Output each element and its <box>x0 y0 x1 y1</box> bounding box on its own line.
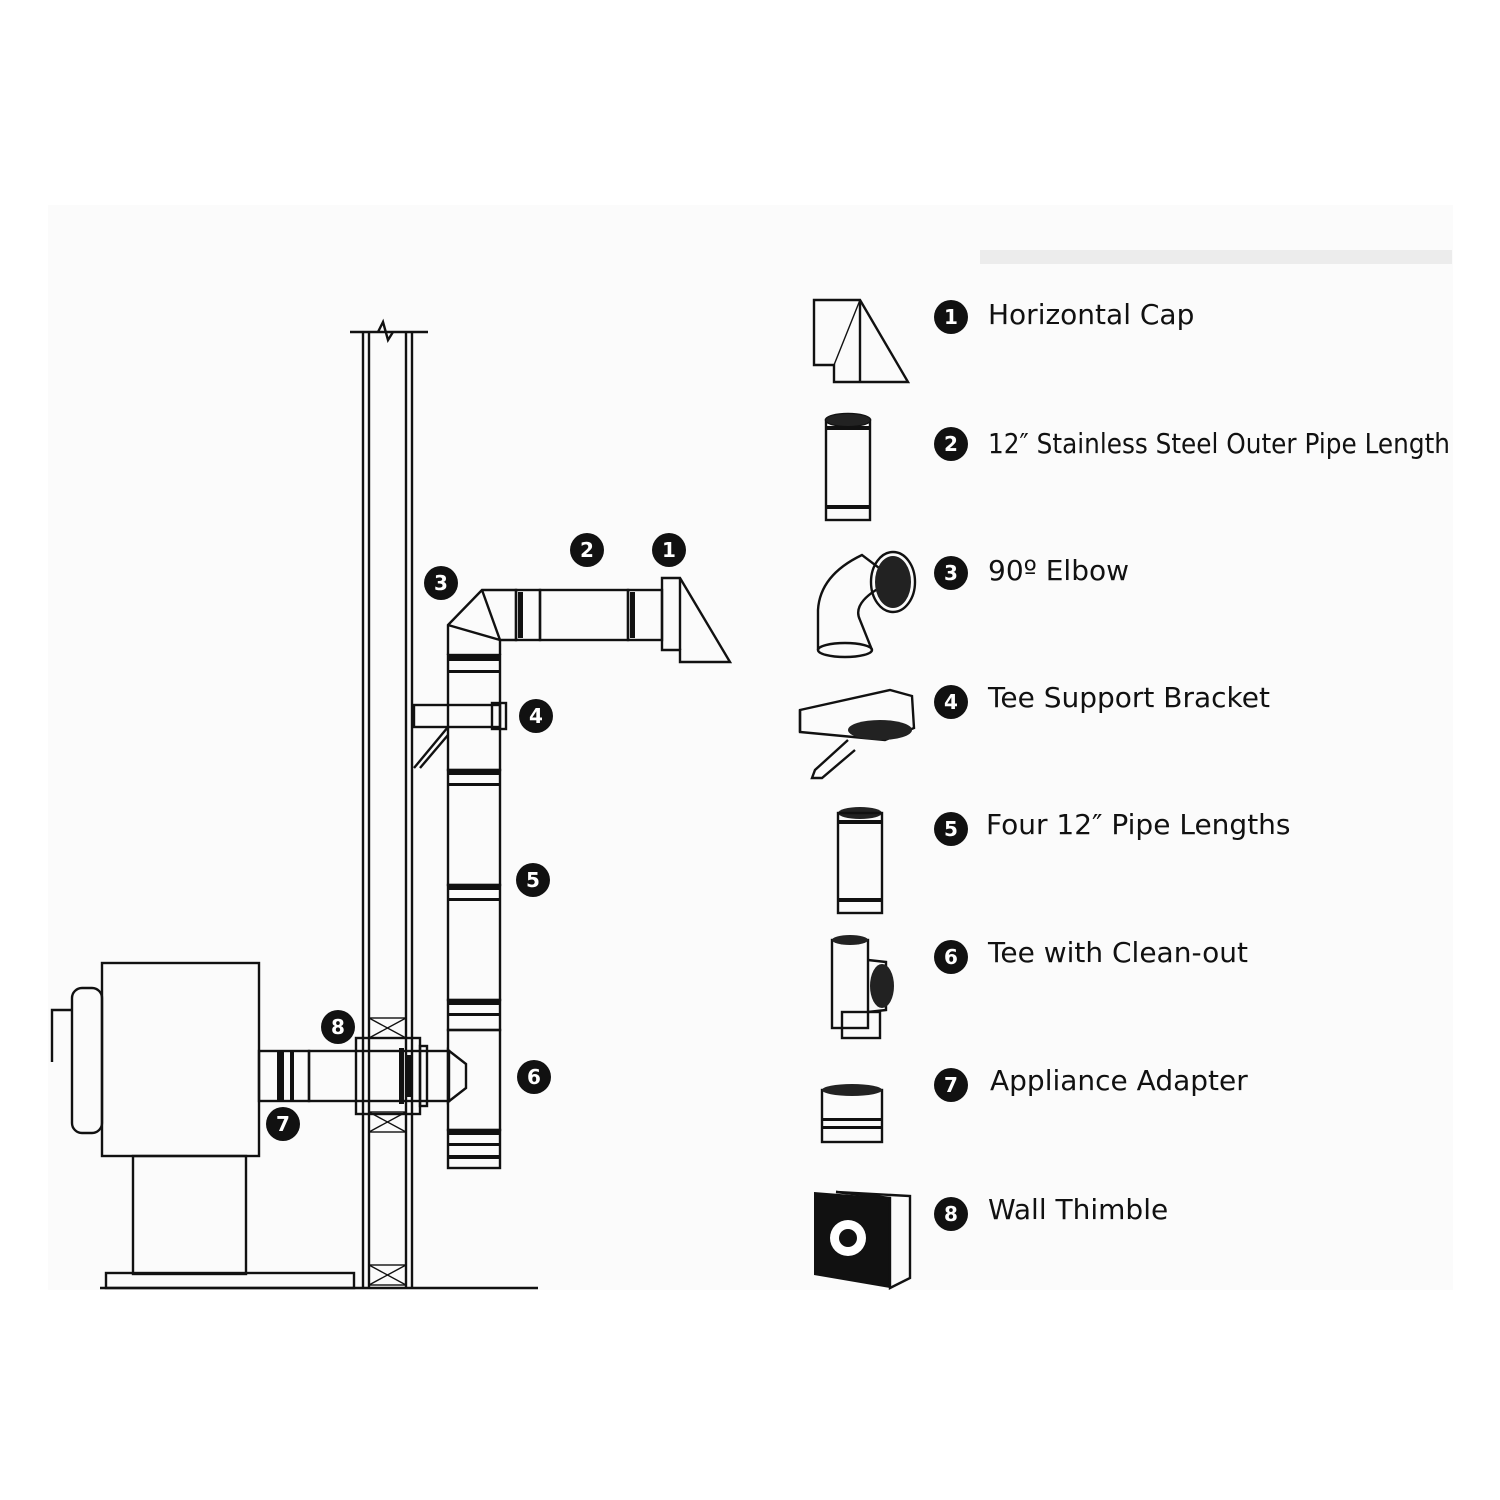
svg-text:1: 1 <box>944 305 958 329</box>
wall-thimble-icon <box>814 1190 912 1290</box>
legend-label-1: Horizontal Cap <box>988 298 1194 331</box>
svg-text:1: 1 <box>662 538 676 562</box>
svg-text:3: 3 <box>434 571 448 595</box>
svg-text:6: 6 <box>527 1065 541 1089</box>
tee-icon <box>830 935 894 1040</box>
tee-support-bracket <box>412 701 508 769</box>
pipe-length-icon <box>824 412 872 522</box>
assembly-drawing <box>50 318 733 1290</box>
diagram-callout-6: 6 <box>517 1060 551 1094</box>
svg-text:7: 7 <box>276 1112 290 1136</box>
diagram-callout-7: 7 <box>266 1107 300 1141</box>
diagram-callout-1: 1 <box>652 533 686 567</box>
legend-item-4: 4 Tee Support Bracket <box>934 681 1270 719</box>
legend-item-8: 8 Wall Thimble <box>934 1193 1168 1231</box>
pipe-length-icon <box>836 807 884 915</box>
stove-appliance <box>50 961 356 1290</box>
support-bracket-icon <box>798 688 916 780</box>
diagram-callout-2: 2 <box>570 533 604 567</box>
horizontal-vent-run <box>446 576 733 664</box>
diagram-callout-5: 5 <box>516 863 550 897</box>
legend-label-4: Tee Support Bracket <box>987 681 1270 714</box>
svg-text:2: 2 <box>580 538 594 562</box>
legend-label-7: Appliance Adapter <box>990 1064 1248 1097</box>
legend-item-6: 6 Tee with Clean-out <box>934 936 1248 974</box>
legend-label-3: 90º Elbow <box>988 554 1129 587</box>
svg-text:4: 4 <box>944 690 958 714</box>
svg-text:6: 6 <box>944 945 958 969</box>
svg-text:7: 7 <box>944 1073 958 1097</box>
legend-item-5: 5 Four 12″ Pipe Lengths <box>934 808 1291 846</box>
svg-text:5: 5 <box>944 817 958 841</box>
svg-text:2: 2 <box>944 432 958 456</box>
panel-strip <box>980 250 1452 264</box>
legend-label-8: Wall Thimble <box>988 1193 1168 1226</box>
svg-text:8: 8 <box>331 1015 345 1039</box>
svg-text:3: 3 <box>944 561 958 585</box>
legend-item-7: 7 Appliance Adapter <box>934 1064 1248 1102</box>
legend-label-6: Tee with Clean-out <box>987 936 1248 969</box>
svg-text:4: 4 <box>529 704 543 728</box>
diagram-callout-8: 8 <box>321 1010 355 1044</box>
svg-text:5: 5 <box>526 868 540 892</box>
appliance-adapter-icon <box>820 1084 884 1144</box>
diagram-callout-3: 3 <box>424 566 458 600</box>
svg-text:8: 8 <box>944 1202 958 1226</box>
elbow-icon <box>816 550 917 659</box>
legend-item-1: 1 Horizontal Cap <box>934 298 1194 334</box>
legend-item-3: 3 90º Elbow <box>934 554 1129 590</box>
diagram-callout-4: 4 <box>519 699 553 733</box>
legend-label-2: 12″ Stainless Steel Outer Pipe Length <box>988 427 1450 460</box>
horizontal-cap-icon <box>812 298 911 384</box>
legend-label-5: Four 12″ Pipe Lengths <box>986 808 1291 841</box>
legend-item-2: 2 12″ Stainless Steel Outer Pipe Length <box>934 427 1450 461</box>
